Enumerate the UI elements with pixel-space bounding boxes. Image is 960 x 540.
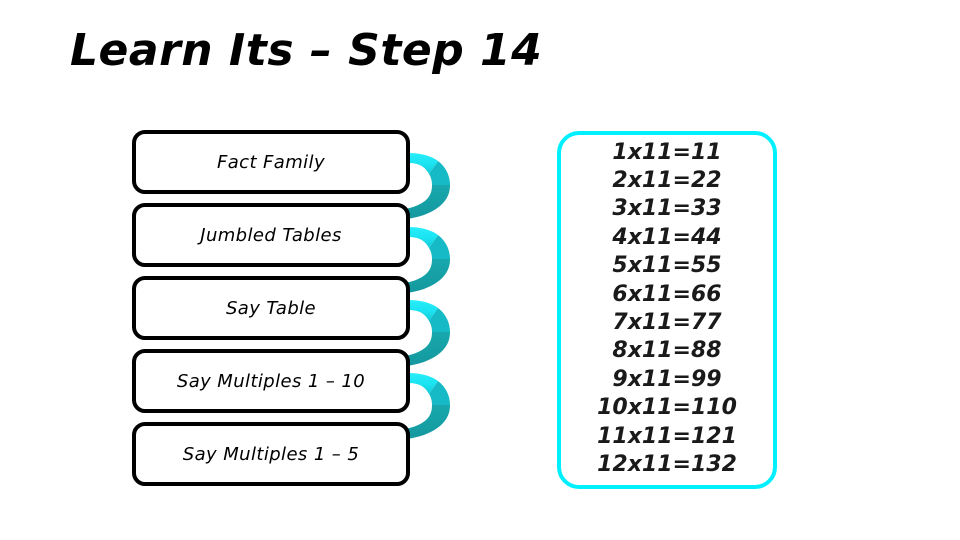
times-table-row: 4x11=44 xyxy=(612,224,722,250)
step-box-jumbled-tables[interactable]: Jumbled Tables xyxy=(132,203,410,267)
times-table-row: 9x11=99 xyxy=(612,366,722,392)
times-table-row: 7x11=77 xyxy=(612,310,722,335)
step-label: Say Multiples 1 – 5 xyxy=(182,443,360,465)
times-table-row: 11x11=121 xyxy=(597,423,737,449)
times-table-row: 1x11=11 xyxy=(612,139,722,165)
times-table-row: 2x11=22 xyxy=(612,167,722,193)
times-table-row: 5x11=55 xyxy=(612,253,722,279)
step-box-fact-family[interactable]: Fact Family xyxy=(132,130,410,194)
step-box-say-multiples-1-5[interactable]: Say Multiples 1 – 5 xyxy=(132,422,410,486)
step-label: Say Multiples 1 – 10 xyxy=(176,370,366,392)
times-table-row: 12x11=132 xyxy=(597,452,737,478)
times-table-panel: 1x11=11 2x11=22 3x11=33 4x11=44 5x11=55 … xyxy=(557,131,777,489)
steps-column: Fact Family Jumbled Tables Say Table Say… xyxy=(132,130,410,486)
times-table-row: 10x11=110 xyxy=(597,395,737,421)
page-title: Learn Its – Step 14 xyxy=(70,25,543,76)
times-table-row: 3x11=33 xyxy=(612,196,722,222)
step-label: Fact Family xyxy=(216,151,326,173)
step-box-say-multiples-1-10[interactable]: Say Multiples 1 – 10 xyxy=(132,349,410,413)
times-table-row: 6x11=66 xyxy=(612,281,722,307)
step-label: Jumbled Tables xyxy=(200,224,342,246)
step-label: Say Table xyxy=(225,297,317,319)
step-box-say-table[interactable]: Say Table xyxy=(132,276,410,340)
times-table-row: 8x11=88 xyxy=(612,338,722,364)
